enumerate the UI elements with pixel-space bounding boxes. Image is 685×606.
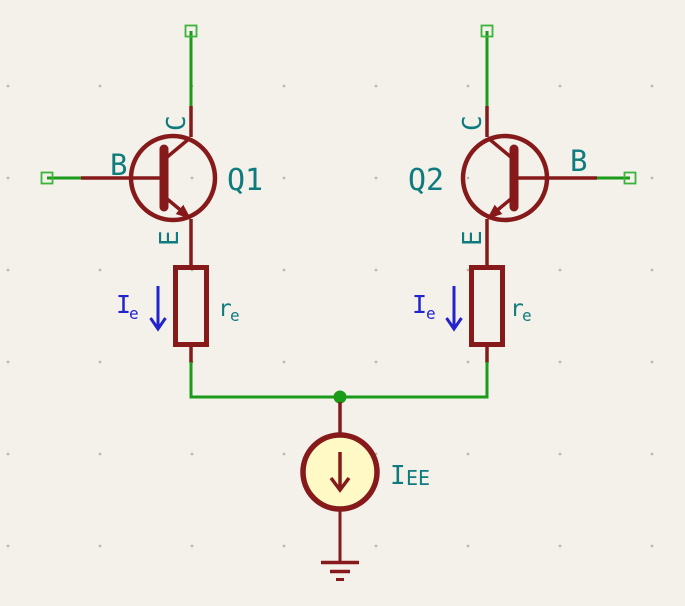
current-source-iee[interactable] (300, 402, 380, 562)
reference-label-q1[interactable]: Q1 (227, 163, 263, 198)
unconnected-endpoint-icon (184, 24, 198, 38)
wire-junction-dot (333, 390, 347, 404)
reference-label-q2[interactable]: Q2 (408, 163, 444, 198)
value-label-re-right-sub[interactable]: e (522, 306, 532, 325)
current-annotation-ie-left[interactable]: I e (116, 286, 167, 332)
source-arrowhead-icon (329, 476, 351, 493)
current-label-ie: I (412, 290, 427, 319)
resistor-body (469, 265, 505, 347)
current-label-ie: I (116, 290, 131, 319)
resistor-re-right[interactable] (469, 265, 505, 364)
current-label-ie-sub: e (129, 304, 139, 323)
current-arrowhead-icon (149, 317, 167, 332)
emitter-arrow-icon (487, 204, 503, 219)
pin-label-base-left[interactable]: B (110, 148, 127, 182)
emitter-arrow-icon (175, 204, 191, 219)
source-label-iee-sub[interactable]: EE (406, 466, 430, 490)
transistor-body-circle (128, 133, 218, 223)
collector-diagonal (164, 136, 192, 160)
unconnected-endpoint-icon (40, 171, 54, 185)
current-annotation-ie-right[interactable]: I e (412, 286, 463, 332)
resistor-re-left[interactable] (173, 265, 209, 364)
unconnected-endpoint-icon (623, 171, 637, 185)
pin-label-base-right[interactable]: B (570, 144, 587, 178)
transistor-q2[interactable]: C E (458, 106, 597, 268)
current-arrowhead-icon (445, 317, 463, 332)
unconnected-endpoint-icon (480, 24, 494, 38)
resistor-body (173, 265, 209, 347)
transistor-q1[interactable]: C E (81, 106, 218, 268)
transistor-body-circle (460, 133, 550, 223)
pin-name-emitter: E (458, 230, 488, 246)
ground-symbol[interactable] (321, 560, 359, 581)
pin-name-emitter: E (155, 230, 185, 246)
current-label-ie-sub: e (426, 304, 436, 323)
collector-diagonal (486, 136, 514, 160)
value-label-re-right[interactable]: r (510, 296, 524, 322)
pin-name-collector: C (458, 115, 488, 131)
value-label-re-left[interactable]: r (218, 296, 232, 322)
pin-name-collector: C (162, 115, 192, 131)
source-label-iee[interactable]: I (390, 461, 406, 491)
value-label-re-left-sub[interactable]: e (230, 306, 240, 325)
